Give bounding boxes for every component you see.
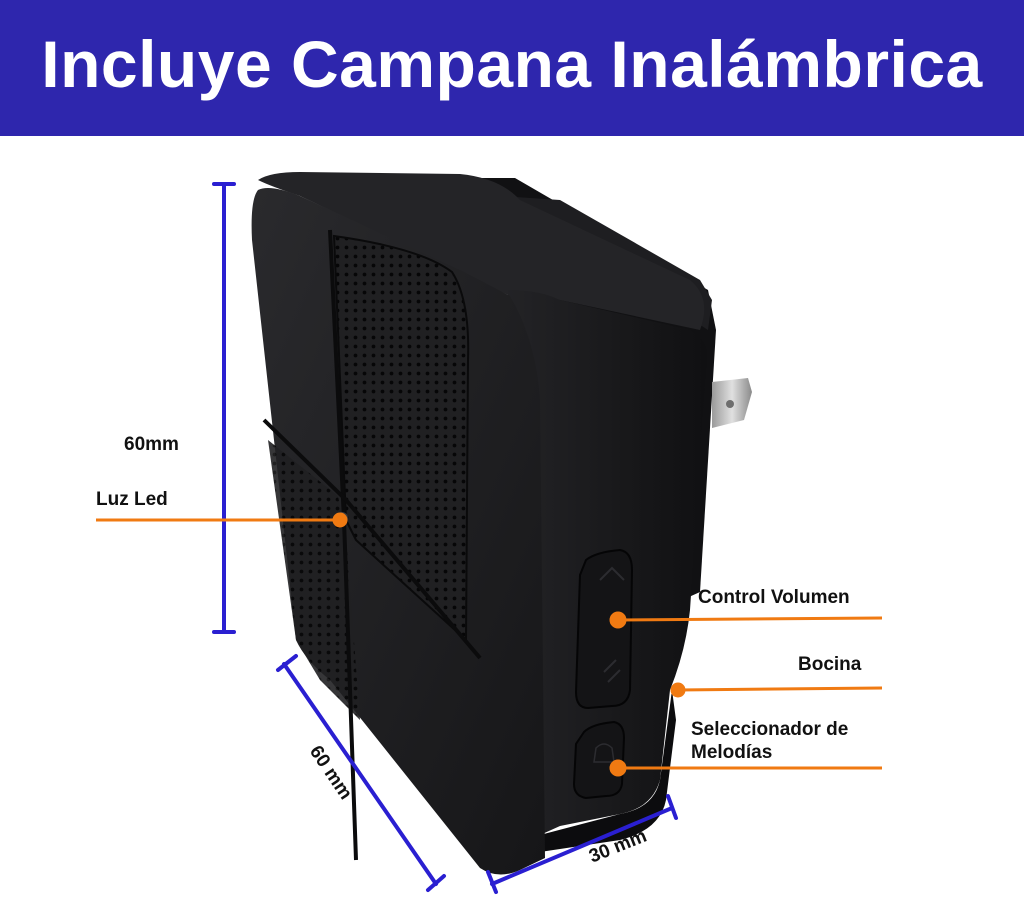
width-dimension-cap-top [276, 654, 298, 672]
device-top-face [258, 172, 705, 330]
melody-bell-icon [593, 743, 615, 763]
title-banner: Incluye Campana Inalámbrica [0, 0, 1024, 136]
width-dimension-line [282, 662, 438, 886]
volume-callout-line [617, 616, 883, 622]
depth-dimension-cap-left [486, 870, 498, 894]
banner-title: Incluye Campana Inalámbrica [41, 27, 983, 101]
speaker-callout-line [677, 686, 883, 692]
depth-dimension-line [490, 806, 674, 886]
volume-callout-dot [609, 611, 627, 629]
speaker-label: Bocina [798, 654, 862, 675]
height-label: 60mm [124, 434, 179, 455]
speaker-grille-lower [268, 440, 360, 720]
volume-label: Control Volumen [698, 587, 850, 608]
depth-dimension-cap-right [666, 794, 678, 820]
melody-button [572, 720, 626, 800]
led-label: Luz Led [96, 489, 168, 510]
speaker-grille [332, 234, 470, 643]
plug-prong [712, 378, 752, 428]
speaker-callout-dot [670, 682, 686, 698]
volume-rocker [574, 548, 634, 710]
volume-up-arrow-icon [599, 566, 625, 581]
led-callout-dot [332, 512, 348, 528]
melody-label-line2: Melodías [691, 742, 773, 763]
width-dimension-cap-bottom [426, 874, 446, 892]
volume-down-arrow-icon [603, 659, 621, 683]
melody-label-line1: Seleccionador de [691, 719, 849, 740]
melody-callout-dot [609, 759, 627, 777]
